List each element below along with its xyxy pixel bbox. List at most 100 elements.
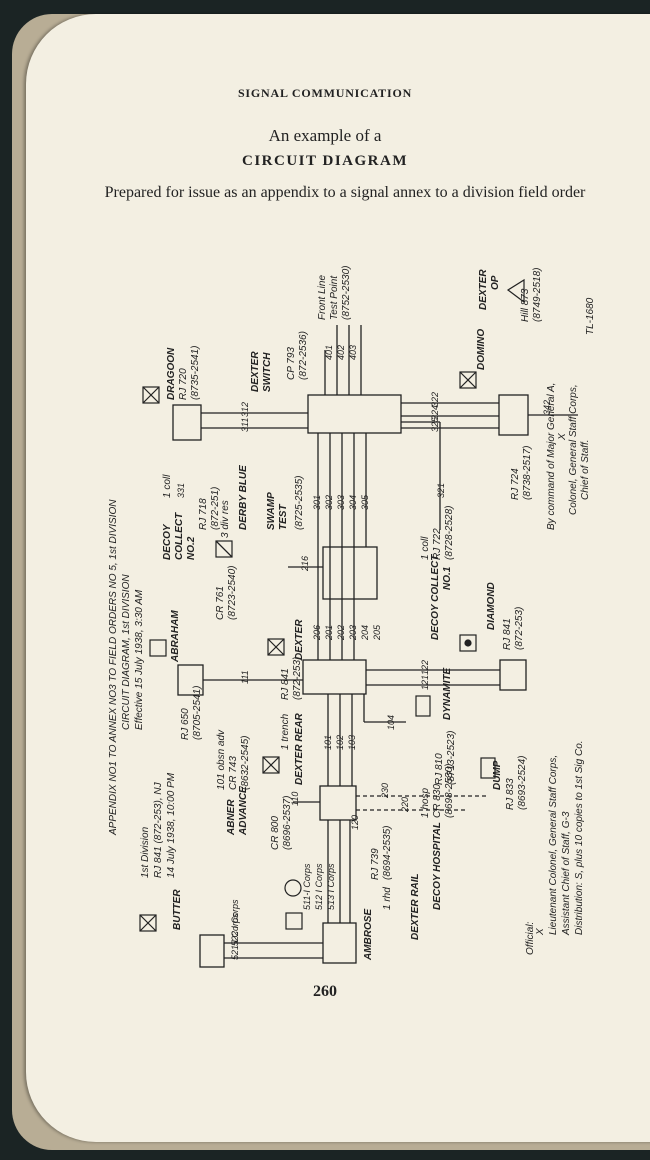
heading-3: Effective 15 July 1938, 3:30 AM (134, 589, 145, 730)
circuit-311: 311 (240, 418, 250, 432)
dexter-switch-box (307, 394, 402, 434)
decoy1-coords-2: RJ 722 (432, 528, 443, 560)
dexter-switch-label-1: DEXTER (250, 351, 261, 392)
page-title: CIRCUIT DIAGRAM (242, 153, 408, 169)
abner-label-2: ADVANCE (238, 786, 249, 836)
circuit-122: 122 (420, 660, 430, 675)
dynamite-coords-2: (8713-2523) (446, 731, 457, 785)
circuit-302: 302 (324, 495, 334, 510)
dragoon-coords-1: RJ 720 (178, 368, 189, 400)
cp-coords-2: (872-2536) (298, 331, 309, 380)
decoy2-label-2: COLLECT (174, 512, 185, 560)
decoy1-coords-3: (8728-2528) (444, 506, 455, 560)
hill-label-2: (8749-2518) (532, 268, 543, 322)
circuit-202: 202 (336, 625, 346, 641)
abraham-label: ABRAHAM (170, 610, 181, 663)
dexter-rear-label: DEXTER REAR (294, 713, 305, 785)
command-4: Chief of Staff. (580, 439, 591, 500)
dexter-rear-box (319, 785, 357, 821)
dump-coords-2: (8693-2524) (517, 756, 528, 810)
circuit-304: 304 (348, 495, 358, 510)
circuit-205: 205 (372, 624, 382, 641)
diamond-coords-1: RJ 841 (502, 618, 513, 650)
swamp-test-label-2: TEST (278, 504, 289, 530)
circuit-101: 101 (323, 735, 333, 750)
circuit-201: 201 (324, 625, 334, 641)
circuit-403: 403 (348, 345, 358, 360)
circuit-342: 342 (542, 400, 552, 415)
heading-1: APPENDIX NO1 TO ANNEX NO3 TO FIELD ORDER… (108, 499, 119, 836)
circuit-522: 522 I Corps (230, 899, 240, 946)
dexter-switch-label-2: SWITCH (262, 352, 273, 392)
circuit-230: 230 (380, 783, 390, 799)
front-line-1: Front Line (317, 275, 328, 320)
swamp-test-box (322, 546, 378, 600)
command-1: By command of Major General A, (546, 383, 557, 530)
circuit-324: 324 (430, 405, 440, 420)
running-header: SIGNAL COMMUNICATION (237, 86, 413, 100)
abraham-coords-2: (8705-2541) (192, 686, 203, 740)
dexter-op-label-1: DEXTER (478, 269, 489, 310)
hosp-coords-2: CR 830 (432, 784, 443, 818)
dragoon-coords-2: (8735-2541) (190, 346, 201, 400)
official-2: X (535, 928, 546, 936)
ambrose-coords-1: CR 800 (270, 816, 281, 850)
abner-label-1: ABNER (226, 799, 237, 836)
dexter-coords-2: (8723-2540) (227, 566, 238, 620)
ambrose-coords-2: (8696-2537) (282, 796, 293, 850)
heading-2: CIRCUIT DIAGRAM, 1st DIVISION (121, 574, 132, 730)
hill-label-1: Hill 873 (520, 288, 531, 322)
circuit-521: 521 I Corps (230, 913, 240, 960)
command-2: X (557, 433, 568, 441)
swamp-coords: (8725-2535) (294, 476, 305, 530)
front-line-3: (8752-2530) (341, 266, 352, 320)
dragoon-label: DRAGOON (166, 347, 177, 400)
abner-coords-2: CR 743 (228, 756, 239, 790)
dynamite-coords-1: RJ 810 (434, 753, 445, 785)
domino-box (498, 394, 529, 436)
hosp-coords-1: 1 hosp (420, 788, 431, 818)
butter-label: BUTTER (172, 889, 183, 930)
circuit-305: 305 (360, 494, 370, 510)
circuit-120: 120 (350, 815, 360, 830)
dexter-op-label-2: OP (490, 275, 501, 290)
hosp-coords-3: (8698-2530) (444, 764, 455, 818)
domino-coords-1: RJ 724 (510, 468, 521, 500)
circuit-diagram: APPENDIX NO1 TO ANNEX NO3 TO FIELD ORDER… (88, 230, 608, 970)
circuit-301: 301 (312, 495, 322, 510)
circuit-321: 321 (436, 483, 446, 498)
diamond-label: DIAMOND (486, 582, 497, 630)
page-number: 260 (313, 983, 337, 1000)
intro-line: An example of a (268, 126, 382, 145)
abraham-coords-1: RJ 650 (180, 708, 191, 740)
circuit-110: 110 (290, 792, 300, 806)
dexter-rear-coords-2: (872-253) (292, 657, 303, 700)
circuit-104: 104 (386, 715, 396, 730)
dump-coords-1: RJ 833 (505, 778, 516, 810)
official-1: Official: (525, 921, 536, 955)
official-4: Assistant Chief of Staff, G-3 (561, 811, 572, 936)
circuit-103: 103 (347, 735, 357, 750)
circuit-206: 206 (312, 625, 322, 641)
circuit-102: 102 (335, 735, 345, 750)
cp-coords-1: CP 793 (286, 347, 297, 380)
circuit-511: 511-I Corps (302, 863, 312, 910)
div-res-label: 3 div res (220, 500, 231, 538)
decoy1-label-1: DECOY COLLECT (430, 554, 441, 640)
place-1: 1st Division (140, 826, 151, 878)
dexter-rail-label: DEXTER RAIL (410, 873, 421, 940)
circuit-312: 312 (240, 402, 250, 417)
swamp-test-label-1: SWAMP (266, 492, 277, 530)
coll-label: 1 coll (162, 474, 173, 498)
decoy2-label-1: DECOY (162, 523, 173, 560)
dexter-label: DEXTER (294, 619, 305, 660)
ambrose-label: AMBROSE (363, 909, 374, 961)
dexter-main-box (302, 659, 367, 695)
front-line-2: Test Point (329, 275, 340, 320)
subtitle: Prepared for issue as an appendix to a s… (104, 184, 586, 201)
dump-label: DUMP (492, 760, 503, 790)
circuit-203: 203 (348, 625, 358, 641)
diamond-coords-2: (872-253) (514, 607, 525, 650)
book-page (26, 14, 650, 1142)
circuit-216: 216 (300, 556, 310, 572)
